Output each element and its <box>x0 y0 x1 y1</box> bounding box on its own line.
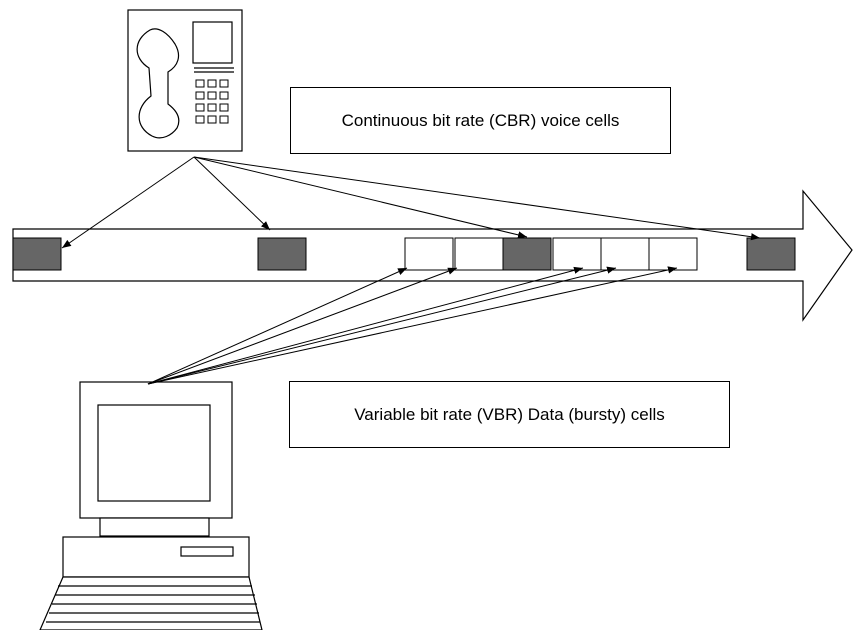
voice-cell <box>12 237 62 271</box>
computer-icon <box>39 381 263 630</box>
data-cell <box>648 237 698 271</box>
cells-group <box>12 237 796 271</box>
vbr-label-box: Variable bit rate (VBR) Data (bursty) ce… <box>289 381 730 448</box>
data-cell <box>404 237 454 271</box>
cbr-arrow <box>61 156 195 249</box>
voice-cell <box>257 237 307 271</box>
vbr-arrow <box>147 266 617 385</box>
cbr-arrows <box>61 156 761 249</box>
cbr-label-box: Continuous bit rate (CBR) voice cells <box>290 87 671 154</box>
cbr-arrow <box>193 156 761 241</box>
cbr-label-text: Continuous bit rate (CBR) voice cells <box>341 110 620 130</box>
data-cell <box>454 237 504 271</box>
vbr-arrows <box>147 266 678 385</box>
telephone-icon <box>127 9 243 152</box>
vbr-arrow <box>147 267 458 385</box>
vbr-arrow <box>147 266 584 385</box>
vbr-arrow <box>147 267 408 385</box>
vbr-label-text: Variable bit rate (VBR) Data (bursty) ce… <box>354 404 665 424</box>
voice-cell <box>746 237 796 271</box>
cbr-arrow <box>193 156 528 239</box>
cbr-arrow <box>193 156 271 231</box>
data-cell <box>552 237 602 271</box>
voice-cell <box>502 237 552 271</box>
data-cell <box>600 237 650 271</box>
vbr-arrow <box>147 266 678 385</box>
